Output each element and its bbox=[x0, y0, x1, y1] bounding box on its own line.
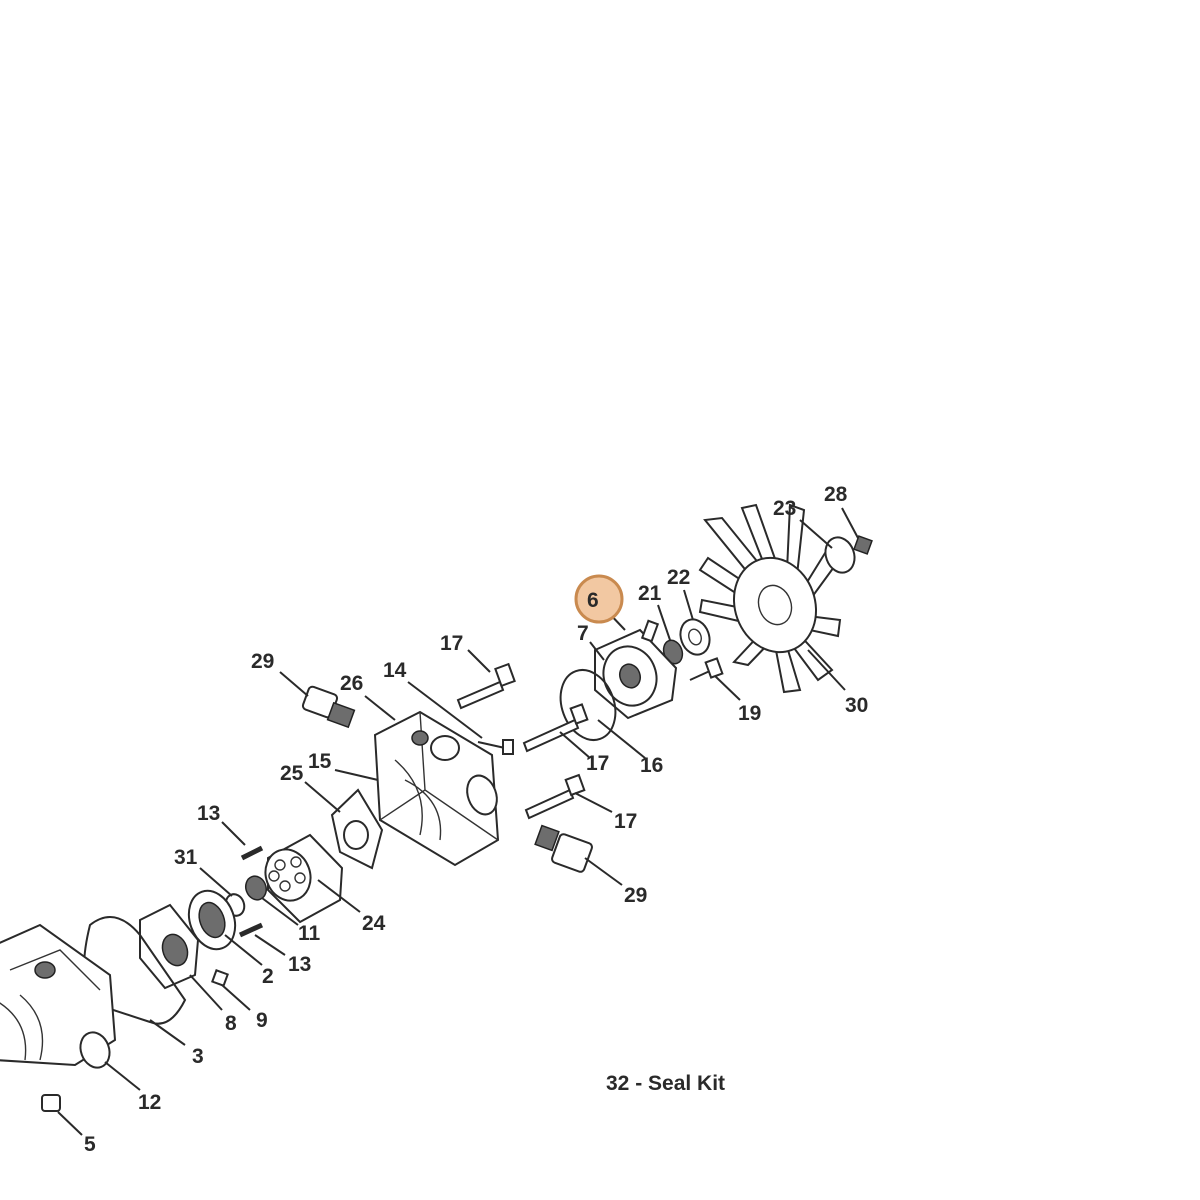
callout-14[interactable]: 14 bbox=[383, 659, 407, 682]
callout-25[interactable]: 25 bbox=[280, 762, 304, 785]
part-cover-plate bbox=[594, 619, 678, 720]
callout-6[interactable]: 6 bbox=[587, 589, 599, 612]
part-pin-13-lower bbox=[238, 922, 264, 938]
part-bolt-17-lower bbox=[524, 773, 586, 820]
callout-7[interactable]: 7 bbox=[577, 622, 589, 645]
part-valve-29-lower bbox=[534, 824, 593, 873]
callout-17-upper[interactable]: 17 bbox=[440, 632, 463, 655]
callout-23[interactable]: 23 bbox=[773, 497, 796, 520]
part-o-ring bbox=[559, 669, 617, 741]
callout-28[interactable]: 28 bbox=[824, 483, 848, 506]
highlighted-callout-marker[interactable] bbox=[574, 574, 624, 624]
part-plug-5 bbox=[41, 1094, 61, 1112]
seal-kit-caption: 32 - Seal Kit bbox=[606, 1072, 725, 1095]
part-key-9 bbox=[211, 969, 229, 987]
part-plate-25 bbox=[330, 788, 384, 870]
callout-3[interactable]: 3 bbox=[192, 1045, 204, 1068]
part-pin-13-upper bbox=[240, 845, 264, 861]
callout-26[interactable]: 26 bbox=[340, 672, 363, 695]
callout-5[interactable]: 5 bbox=[84, 1133, 96, 1156]
part-bearing-8 bbox=[139, 903, 200, 990]
part-center-housing bbox=[373, 710, 500, 867]
part-seal-2 bbox=[187, 889, 237, 951]
part-fan bbox=[698, 503, 844, 694]
callout-labels: 28 23 22 21 6 7 17 14 29 26 15 25 17 16 … bbox=[84, 483, 868, 1156]
part-bolt-19 bbox=[689, 657, 724, 681]
callout-2[interactable]: 2 bbox=[262, 965, 274, 988]
callout-21[interactable]: 21 bbox=[638, 582, 662, 605]
callout-11[interactable]: 11 bbox=[298, 922, 321, 945]
part-nut bbox=[853, 535, 873, 555]
part-main-housing bbox=[0, 923, 117, 1069]
callout-13-lower[interactable]: 13 bbox=[288, 953, 311, 976]
part-spring-11 bbox=[244, 875, 268, 901]
part-pin-14 bbox=[477, 739, 514, 755]
part-valve-29-upper bbox=[301, 685, 356, 729]
part-washer bbox=[824, 536, 856, 574]
callout-19[interactable]: 19 bbox=[738, 702, 761, 725]
callout-17-middle[interactable]: 17 bbox=[586, 752, 609, 775]
callout-17-lower[interactable]: 17 bbox=[614, 810, 637, 833]
callout-12[interactable]: 12 bbox=[138, 1091, 161, 1114]
part-cylinder-block bbox=[264, 833, 344, 924]
callout-30[interactable]: 30 bbox=[845, 694, 868, 717]
callout-9[interactable]: 9 bbox=[256, 1009, 268, 1032]
callout-31[interactable]: 31 bbox=[174, 846, 198, 869]
callout-24[interactable]: 24 bbox=[362, 912, 386, 935]
part-bearing bbox=[679, 618, 711, 656]
callout-29-upper[interactable]: 29 bbox=[251, 650, 274, 673]
callout-16[interactable]: 16 bbox=[640, 754, 663, 777]
part-bolt-17-middle bbox=[522, 703, 589, 753]
callout-29-lower[interactable]: 29 bbox=[624, 884, 647, 907]
callout-13-upper[interactable]: 13 bbox=[197, 802, 220, 825]
callout-15[interactable]: 15 bbox=[308, 750, 332, 773]
callout-8[interactable]: 8 bbox=[225, 1012, 237, 1035]
callout-22[interactable]: 22 bbox=[667, 566, 690, 589]
leader-lines bbox=[57, 507, 859, 1136]
part-bolt-17-upper bbox=[456, 662, 516, 710]
